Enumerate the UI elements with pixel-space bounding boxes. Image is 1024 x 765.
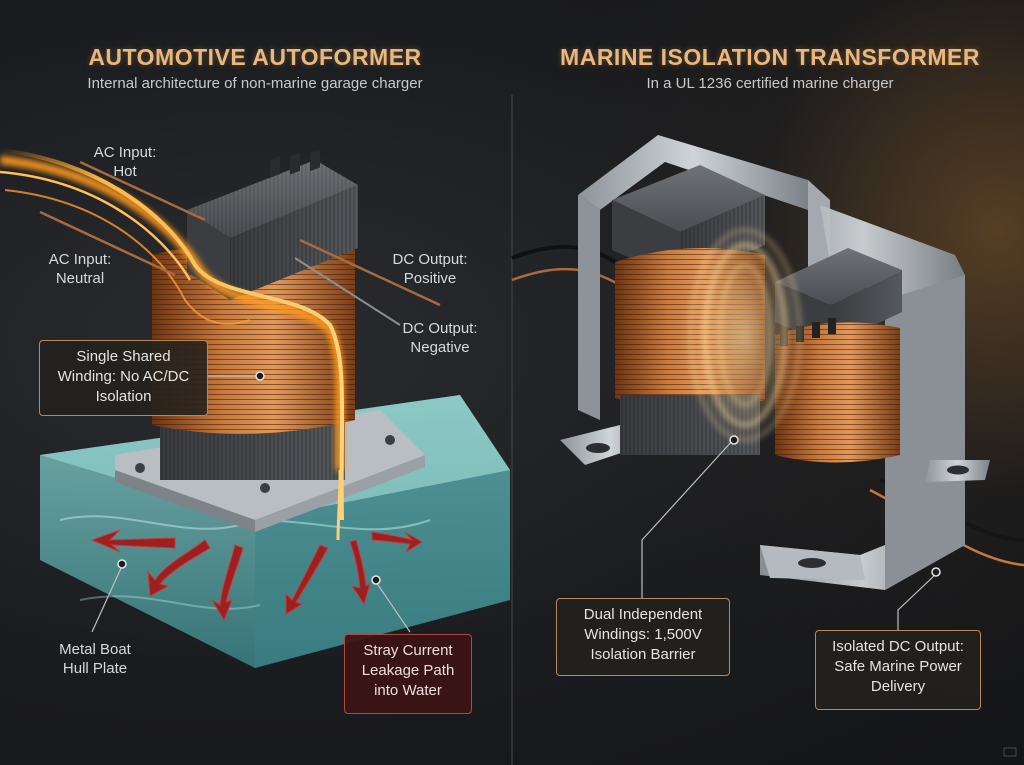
secondary-winding (775, 248, 902, 463)
steel-frame (560, 135, 990, 590)
leakage-arrows (90, 529, 423, 622)
label-dc-output-positive: DC Output: Positive (392, 251, 468, 287)
callout-dual-windings: Dual Independent Windings: 1,500V Isolat… (556, 598, 730, 676)
isolation-field (685, 225, 805, 445)
left-subtitle: Internal architecture of non-marine gara… (87, 75, 423, 92)
core-upper (187, 160, 358, 300)
label-dc-output-negative: DC Output: Negative (402, 320, 478, 356)
label-ac-input-neutral: AC Input: Neutral (48, 251, 112, 287)
left-title: AUTOMOTIVE AUTOFORMER (88, 44, 422, 70)
label-hull-plate: Metal Boat Hull Plate (59, 641, 131, 677)
right-title: MARINE ISOLATION TRANSFORMER (560, 44, 980, 70)
callout-isolated-output: Isolated DC Output: Safe Marine Power De… (815, 630, 981, 710)
right-subtitle: In a UL 1236 certified marine charger (646, 75, 894, 92)
corner-mark (1003, 747, 1017, 757)
label-ac-input-hot: AC Input: Hot (93, 144, 157, 180)
callout-shared-winding: Single Shared Winding: No AC/DC Isolatio… (39, 340, 208, 416)
callout-stray-current: Stray Current Leakage Path into Water (344, 634, 472, 714)
